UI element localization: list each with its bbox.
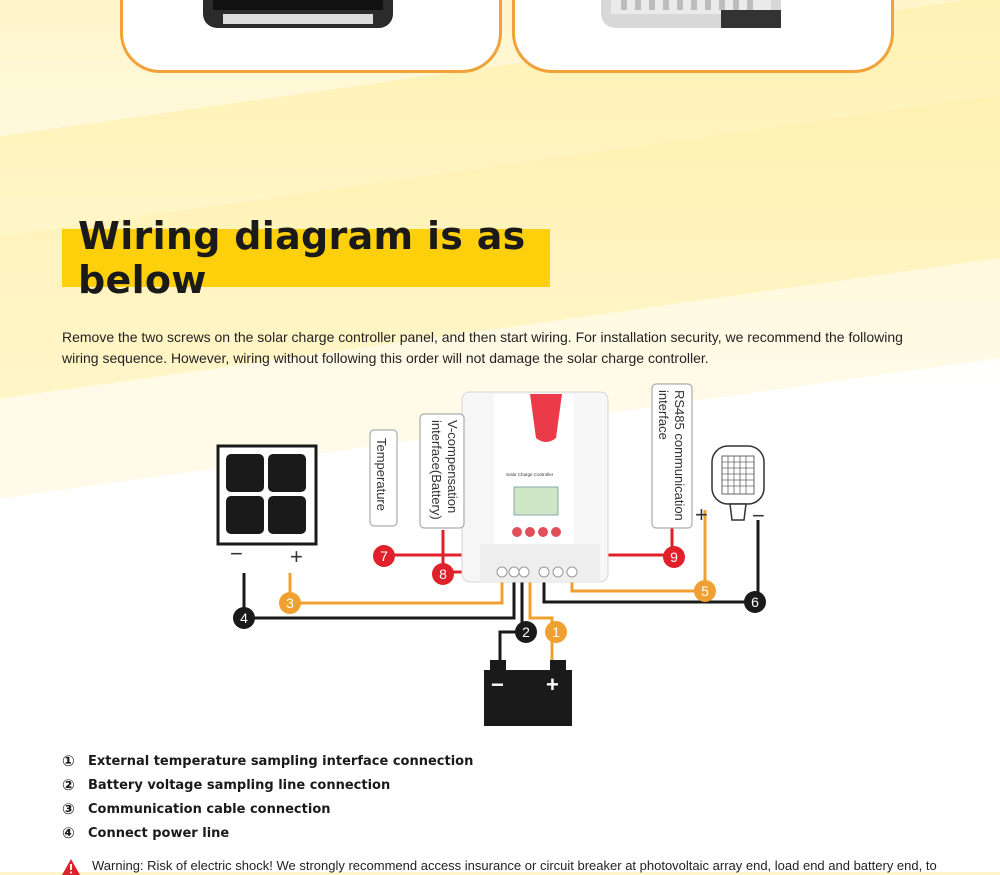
solar-charge-controller: Solar Charge Controller	[461, 391, 609, 583]
product-card-silver	[512, 0, 894, 73]
solar-panel-icon	[216, 444, 318, 546]
controller-photo-silver	[601, 0, 781, 28]
list-item: ① External temperature sampling interfac…	[62, 749, 473, 773]
step-number: ④	[62, 824, 75, 842]
svg-text:1: 1	[552, 624, 560, 640]
heading-title: Wiring diagram is as below	[78, 214, 526, 302]
marker-4: 4	[233, 607, 255, 629]
svg-text:6: 6	[751, 594, 759, 610]
rs485-label-line1: RS485 communication	[672, 390, 687, 521]
section-heading: Wiring diagram is as below	[62, 214, 550, 302]
svg-text:2: 2	[522, 624, 530, 640]
svg-text:8: 8	[439, 566, 447, 582]
wire-load-positive	[570, 510, 707, 593]
solar-plus-label: +	[290, 544, 303, 569]
temperature-label-box: Temperature	[369, 429, 398, 527]
svg-text:5: 5	[701, 583, 709, 599]
step-text: External temperature sampling interface …	[88, 753, 474, 769]
step-text: Battery voltage sampling line connection	[88, 777, 391, 793]
marker-3: 3	[279, 592, 301, 614]
battery-minus-label: −	[491, 672, 504, 697]
marker-1: 1	[545, 621, 567, 643]
intro-paragraph: Remove the two screws on the solar charg…	[62, 329, 903, 366]
step-number: ③	[62, 800, 75, 818]
controller-photo-black	[203, 0, 393, 28]
steps-list: ① External temperature sampling interfac…	[62, 749, 473, 845]
battery-icon	[484, 660, 572, 726]
rs485-label-line2: interface	[656, 390, 671, 440]
v-compensation-label-box: V-compensation interface(Battery)	[419, 413, 465, 529]
marker-9: 9	[663, 546, 685, 568]
list-item: ③ Communication cable connection	[62, 797, 473, 821]
warning-note: Warning: Risk of electric shock! We stro…	[62, 858, 982, 875]
v-compensation-label-line1: V-compensation	[445, 420, 460, 513]
svg-text:9: 9	[670, 549, 678, 565]
marker-6: 6	[744, 591, 766, 613]
wire-solar-negative	[242, 573, 516, 620]
marker-8: 8	[432, 563, 454, 585]
list-item: ② Battery voltage sampling line connecti…	[62, 773, 473, 797]
rs485-label-box: RS485 communication interface	[651, 383, 693, 529]
load-minus-label: −	[752, 503, 765, 528]
v-compensation-label-line2: interface(Battery)	[429, 420, 444, 520]
svg-text:4: 4	[240, 610, 248, 626]
warning-triangle-icon	[62, 859, 80, 875]
controller-brand-text: Solar Charge Controller	[506, 472, 554, 477]
solar-minus-label: −	[230, 541, 243, 566]
marker-5: 5	[694, 580, 716, 602]
wire-battery-negative	[498, 580, 524, 670]
wire-solar-positive	[288, 573, 504, 605]
step-number: ①	[62, 752, 75, 770]
led-lamp-icon	[711, 445, 765, 521]
wiring-diagram: Solar Charge Controller − +	[216, 383, 766, 726]
step-text: Connect power line	[88, 825, 230, 841]
load-plus-label: +	[695, 502, 708, 527]
battery-plus-label: +	[546, 672, 559, 697]
svg-text:7: 7	[380, 548, 388, 564]
wire-load-negative	[542, 520, 760, 604]
marker-2: 2	[515, 621, 537, 643]
svg-text:3: 3	[286, 595, 294, 611]
step-text: Communication cable connection	[88, 801, 331, 817]
step-number: ②	[62, 776, 75, 794]
warning-text: Warning: Risk of electric shock! We stro…	[92, 858, 937, 873]
list-item: ④ Connect power line	[62, 821, 473, 845]
temperature-label: Temperature	[374, 438, 389, 511]
marker-7: 7	[373, 545, 395, 567]
product-card-black	[120, 0, 502, 73]
